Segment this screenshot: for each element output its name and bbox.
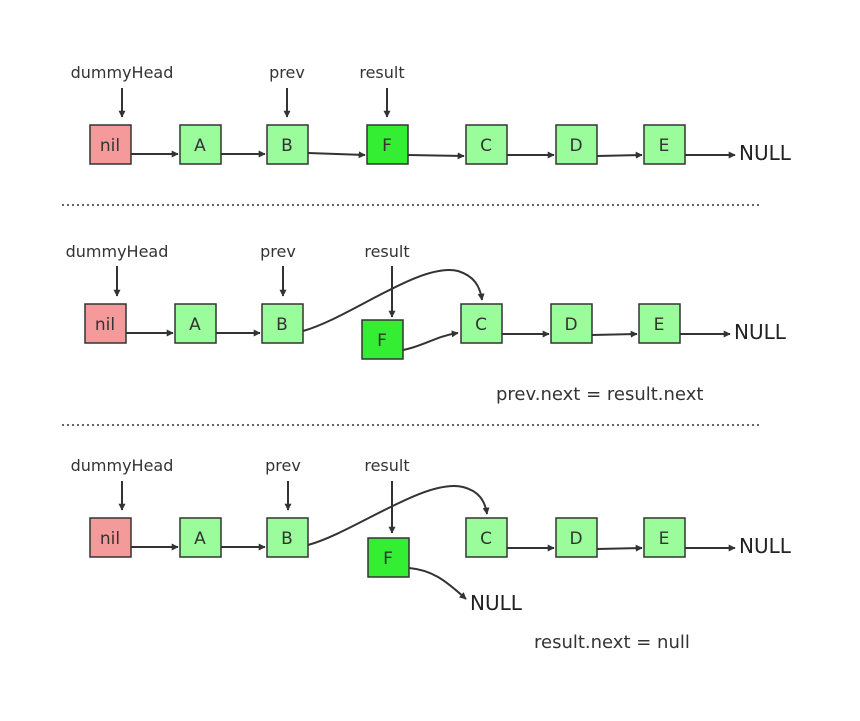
node-f <box>367 537 410 578</box>
edge-f-c <box>407 152 465 160</box>
node-b <box>266 124 309 165</box>
node-f-label: F <box>377 331 387 351</box>
pointer-label-result: result <box>359 63 404 82</box>
edge-d-e <box>591 330 638 338</box>
node-c <box>460 303 503 344</box>
node-f-label: F <box>383 549 393 569</box>
node-d-label: D <box>569 136 582 156</box>
pointer-label-result: result <box>364 242 409 261</box>
node-nil <box>89 124 132 165</box>
pointer-label-prev: prev <box>265 456 301 475</box>
node-f <box>361 319 404 360</box>
pointer-label-dummyhead: dummyHead <box>71 63 174 82</box>
node-d-label: D <box>564 315 577 335</box>
operation-expression: prev.next = result.next <box>496 384 703 405</box>
node-d <box>555 124 598 165</box>
null-terminator: NULL <box>739 141 792 165</box>
node-nil <box>84 303 127 344</box>
pointer-label-result: result <box>364 456 409 475</box>
edge-f-null <box>408 567 467 600</box>
node-b <box>266 517 309 558</box>
node-nil-label: nil <box>100 529 120 549</box>
node-e <box>638 303 681 344</box>
edge-d-e <box>596 544 643 552</box>
node-nil-label: nil <box>95 315 115 335</box>
panel-1: dummyHead prev result nil A B F C D E NU… <box>71 63 792 165</box>
edge-d-e <box>596 151 643 159</box>
node-c <box>465 124 508 165</box>
node-e-label: E <box>659 529 670 549</box>
operation-expression: result.next = null <box>534 632 690 653</box>
node-b-label: B <box>281 136 293 156</box>
node-b <box>261 303 304 344</box>
node-c <box>465 517 508 558</box>
node-c-label: C <box>480 529 492 549</box>
node-nil-label: nil <box>100 136 120 156</box>
null-terminator: NULL <box>739 534 792 558</box>
node-a-label: A <box>194 136 206 156</box>
panel-2: dummyHead prev result nil A B F C D E NU… <box>66 242 787 405</box>
edge-b-c-bypass <box>302 269 485 332</box>
pointer-label-dummyhead: dummyHead <box>71 456 174 475</box>
edge-f-c <box>402 330 459 351</box>
node-a <box>174 303 217 344</box>
node-b-label: B <box>281 529 293 549</box>
node-e <box>643 517 686 558</box>
node-e-label: E <box>654 315 665 335</box>
edge-b-c-bypass <box>307 485 490 546</box>
null-terminator: NULL <box>734 320 787 344</box>
node-d <box>555 517 598 558</box>
node-f-label: F <box>382 136 392 156</box>
node-c-label: C <box>475 315 487 335</box>
node-nil <box>89 517 132 558</box>
pointer-label-prev: prev <box>269 63 305 82</box>
node-a <box>179 517 222 558</box>
f-null-terminator: NULL <box>470 591 523 615</box>
node-e-label: E <box>659 136 670 156</box>
node-a-label: A <box>189 315 201 335</box>
panel-3: dummyHead prev result nil A B F C D E NU… <box>71 456 792 653</box>
node-a-label: A <box>194 529 206 549</box>
node-a <box>179 124 222 165</box>
pointer-label-dummyhead: dummyHead <box>66 242 169 261</box>
edge-b-f <box>307 151 366 159</box>
pointer-label-prev: prev <box>260 242 296 261</box>
node-c-label: C <box>480 136 492 156</box>
node-d <box>550 303 593 344</box>
node-f <box>366 124 409 165</box>
node-d-label: D <box>569 529 582 549</box>
node-e <box>643 124 686 165</box>
node-b-label: B <box>276 315 288 335</box>
